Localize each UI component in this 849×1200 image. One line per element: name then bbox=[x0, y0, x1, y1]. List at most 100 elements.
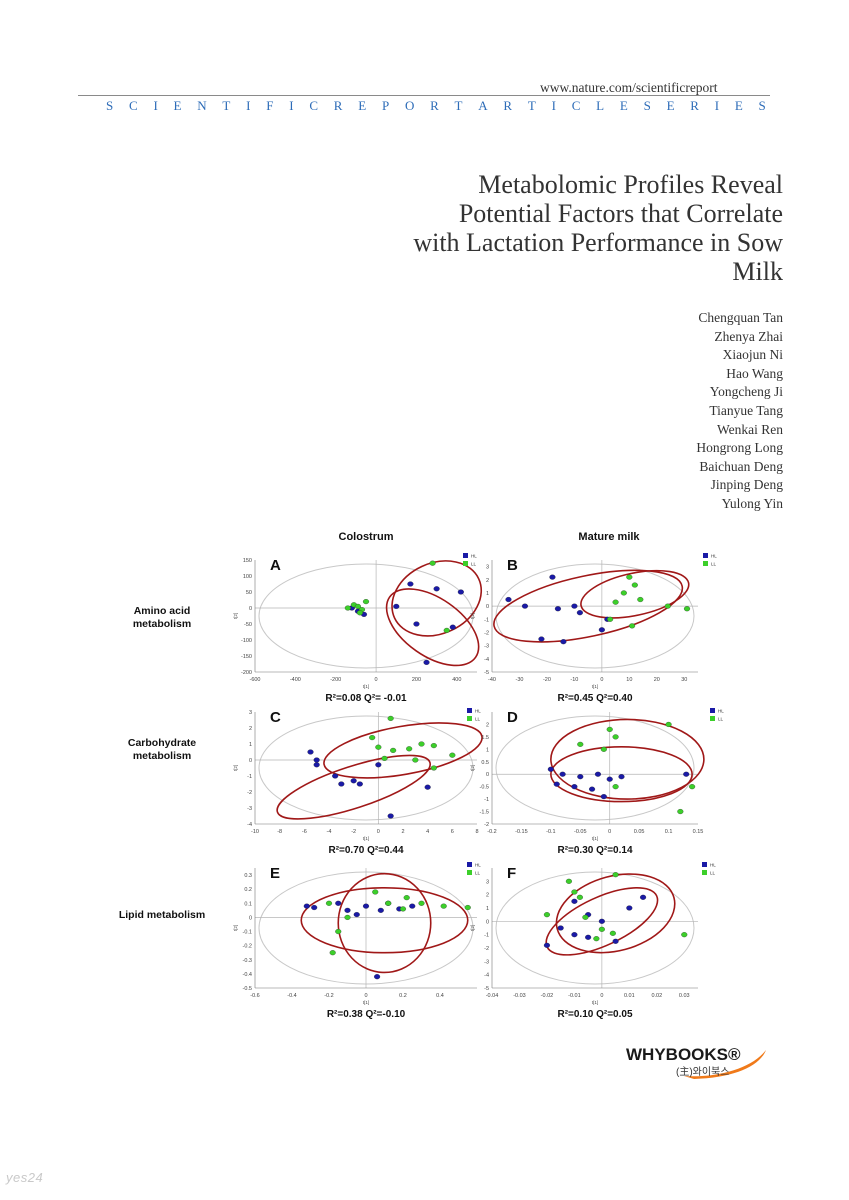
data-point-ll bbox=[443, 627, 450, 633]
data-point-ll bbox=[412, 757, 419, 763]
legend-label: LL bbox=[471, 562, 477, 567]
y-tick-label: 0.3 bbox=[244, 873, 252, 879]
data-point-ll bbox=[689, 784, 696, 790]
data-point-hl bbox=[571, 932, 578, 938]
author-name: Tianyue Tang bbox=[709, 402, 783, 418]
y-tick-label: 0 bbox=[486, 604, 489, 610]
data-point-hl bbox=[577, 774, 584, 780]
x-tick-label: 0.2 bbox=[399, 993, 407, 999]
y-tick-label: -0.1 bbox=[243, 930, 252, 936]
data-point-ll bbox=[440, 903, 447, 909]
data-point-hl bbox=[313, 762, 320, 768]
x-tick-label: -8 bbox=[277, 829, 282, 835]
data-point-hl bbox=[538, 636, 545, 642]
data-point-hl bbox=[344, 907, 351, 913]
data-point-ll bbox=[387, 715, 394, 721]
series-letter: E bbox=[358, 98, 367, 113]
data-point-hl bbox=[307, 749, 314, 755]
data-point-hl bbox=[362, 903, 370, 909]
x-tick-label: -30 bbox=[515, 677, 523, 683]
publisher-logo: WHYBOOKS® (主)와이북스 bbox=[626, 1045, 766, 1079]
data-point-hl bbox=[521, 603, 529, 609]
x-tick-label: 10 bbox=[626, 677, 632, 683]
data-point-ll bbox=[372, 889, 379, 895]
panel-letter: F bbox=[507, 865, 516, 882]
y-tick-label: -1 bbox=[484, 933, 489, 939]
series-letter: E bbox=[173, 98, 182, 113]
data-point-hl bbox=[594, 771, 601, 777]
y-tick-label: -2 bbox=[484, 946, 489, 952]
y-tick-label: -0.2 bbox=[243, 944, 252, 950]
author-name: Xiaojun Ni bbox=[722, 347, 783, 363]
data-point-ll bbox=[600, 746, 607, 752]
legend-swatch bbox=[703, 561, 708, 566]
y-tick-label: -4 bbox=[247, 822, 252, 828]
x-tick-label: -400 bbox=[290, 677, 301, 683]
data-point-ll bbox=[565, 878, 572, 884]
series-letter: C bbox=[309, 98, 319, 113]
data-point-ll bbox=[677, 809, 684, 815]
data-point-hl bbox=[549, 574, 556, 580]
x-tick-label: 0 bbox=[377, 829, 380, 835]
data-point-ll bbox=[344, 605, 351, 611]
series-letter: T bbox=[222, 98, 231, 113]
series-letter: A bbox=[478, 98, 488, 113]
data-point-ll bbox=[631, 582, 638, 588]
x-tick-label: -20 bbox=[543, 677, 551, 683]
data-point-ll bbox=[577, 741, 584, 747]
legend-swatch bbox=[467, 862, 472, 867]
series-letter: N bbox=[197, 98, 207, 113]
y-tick-label: 2 bbox=[249, 726, 252, 732]
series-letter: C bbox=[129, 98, 138, 113]
y-tick-label: -4 bbox=[484, 973, 489, 979]
data-point-hl bbox=[589, 786, 596, 792]
series-letter: R bbox=[430, 98, 439, 113]
panel-letter: C bbox=[270, 709, 281, 726]
y-tick-label: 2 bbox=[486, 893, 489, 899]
x-tick-label: 0 bbox=[608, 829, 611, 835]
group-ellipse bbox=[493, 569, 684, 643]
journal-url[interactable]: www.nature.com/scientificreport bbox=[540, 80, 718, 95]
data-point-ll bbox=[582, 914, 589, 920]
series-letter: F bbox=[266, 98, 274, 113]
data-point-hl bbox=[559, 771, 566, 777]
row-label: Carbohydrate bbox=[128, 737, 196, 749]
y-tick-label: 2 bbox=[486, 578, 489, 584]
data-point-hl bbox=[571, 784, 578, 790]
data-point-hl bbox=[375, 762, 382, 768]
y-tick-label: 0.1 bbox=[244, 901, 252, 907]
x-tick-label: 0.1 bbox=[665, 829, 673, 835]
legend-label: LL bbox=[710, 871, 716, 876]
data-point-ll bbox=[362, 599, 370, 605]
data-point-hl bbox=[505, 596, 512, 603]
series-letter: R bbox=[503, 98, 513, 113]
data-point-hl bbox=[612, 938, 619, 944]
x-tick-label: 2 bbox=[401, 829, 404, 835]
data-point-ll bbox=[369, 735, 376, 741]
data-point-hl bbox=[554, 606, 561, 612]
x-tick-label: -2 bbox=[351, 829, 356, 835]
series-letter: I bbox=[246, 98, 251, 113]
legend-label: HL bbox=[475, 863, 481, 868]
data-point-hl bbox=[413, 621, 420, 627]
panel-letter: B bbox=[507, 557, 518, 574]
data-point-hl bbox=[683, 771, 690, 777]
y-tick-label: 100 bbox=[243, 574, 252, 580]
data-point-ll bbox=[626, 574, 633, 580]
data-point-hl bbox=[311, 904, 318, 911]
legend-swatch bbox=[467, 870, 472, 875]
legend-swatch bbox=[710, 716, 715, 721]
x-tick-label: 400 bbox=[452, 677, 461, 683]
x-axis-label: t[1] bbox=[592, 836, 598, 841]
data-point-ll bbox=[607, 616, 614, 622]
group-ellipse bbox=[337, 872, 432, 974]
legend-label: HL bbox=[475, 709, 481, 714]
y-tick-label: -4 bbox=[484, 657, 489, 663]
data-point-hl bbox=[598, 627, 605, 633]
data-point-ll bbox=[335, 928, 342, 935]
y-tick-label: -0.3 bbox=[243, 958, 252, 964]
x-tick-label: 0.03 bbox=[679, 993, 690, 999]
author-name: Yulong Yin bbox=[721, 495, 783, 511]
legend-label: HL bbox=[710, 863, 716, 868]
